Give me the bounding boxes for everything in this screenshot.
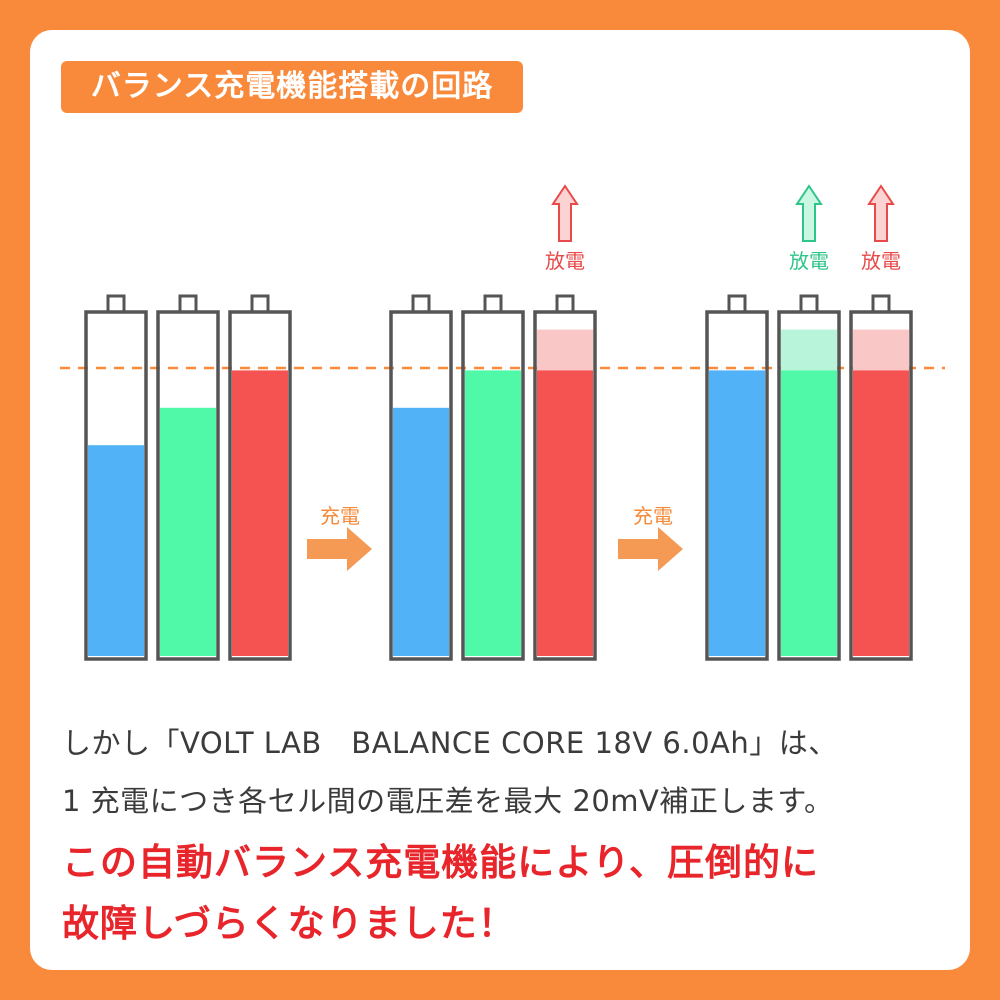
battery-cell: [849, 310, 913, 661]
battery-cell: [705, 310, 769, 661]
cell-fill-green: [465, 370, 521, 656]
battery-terminal: [106, 294, 126, 314]
discharge-label: 放電: [789, 249, 829, 273]
battery-cell: [461, 310, 525, 661]
headline-line-2: 故障しづらくなりました！: [62, 902, 516, 945]
cell-fill-green: [781, 370, 837, 656]
cell-fill-green: [160, 407, 216, 656]
battery-terminal: [250, 294, 270, 314]
battery-terminal: [727, 294, 747, 314]
battery-terminal: [799, 294, 819, 314]
discharge-arrow-icon: [551, 184, 579, 242]
section-title: バランス充電機能搭載の回路: [61, 61, 523, 113]
discharge-label: 放電: [545, 249, 585, 273]
cell-fill-blue: [709, 370, 765, 656]
discharge-band: [781, 329, 837, 371]
charge-label: 充電: [633, 504, 673, 528]
battery-terminal: [555, 294, 575, 314]
battery-cell: [84, 310, 148, 661]
discharge-arrow-icon: [795, 184, 823, 242]
battery-cell: [228, 310, 292, 661]
discharge-label: 放電: [861, 249, 901, 273]
cell-fill-blue: [393, 407, 449, 656]
body-text-line-2: 1 充電につき各セル間の電圧差を最大 20mV補正します。: [62, 784, 834, 818]
cell-fill-red: [232, 370, 288, 656]
cell-fill-red: [853, 370, 909, 656]
charge-arrow-icon: [618, 527, 683, 571]
battery-terminal: [483, 294, 503, 314]
discharge-band: [537, 329, 593, 371]
battery-terminal: [178, 294, 198, 314]
charge-arrow-icon: [307, 527, 372, 571]
battery-terminal: [871, 294, 891, 314]
headline-line-1: この自動バランス充電機能により、圧倒的に: [62, 841, 820, 884]
battery-cell: [389, 310, 453, 661]
cell-fill-red: [537, 370, 593, 656]
body-text-line-1: しかし「VOLT LAB BALANCE CORE 18V 6.0Ah」は、: [62, 726, 838, 760]
cell-fill-blue: [88, 445, 144, 656]
discharge-band: [853, 329, 909, 371]
battery-cell: [533, 310, 597, 661]
discharge-arrow-icon: [867, 184, 895, 242]
battery-terminal: [411, 294, 431, 314]
charge-label: 充電: [320, 504, 360, 528]
battery-cell: [156, 310, 220, 661]
battery-cell: [777, 310, 841, 661]
